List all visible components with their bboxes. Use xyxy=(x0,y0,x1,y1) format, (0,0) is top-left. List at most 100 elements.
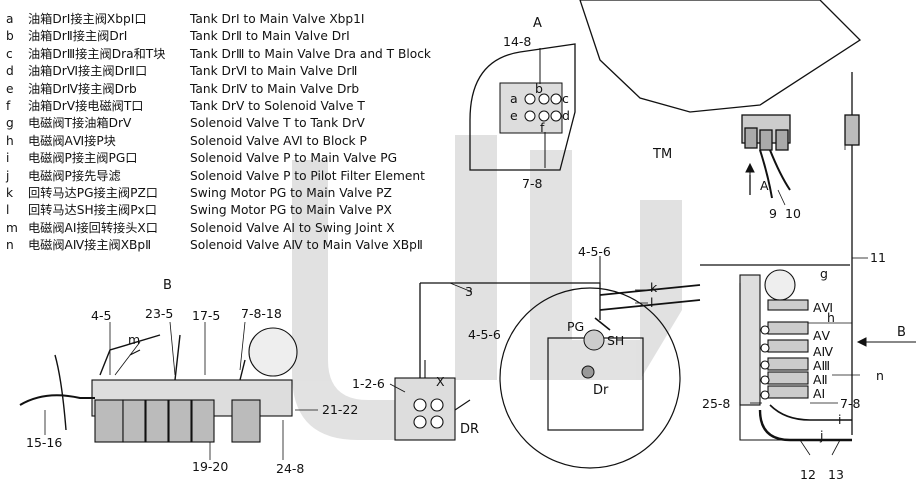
legend-english-text: Solenoid Valve AⅠ to Swing Joint X xyxy=(190,220,395,235)
callout-23-5: 23-5 xyxy=(145,306,173,321)
callout-7-8-18: 7-8-18 xyxy=(241,306,282,321)
view-B-title: B xyxy=(163,278,172,293)
legend-english-text: Tank DrⅠ to Main Valve Xbp1Ⅰ xyxy=(190,12,365,26)
view-B-arrow-label: B xyxy=(897,325,906,340)
legend-chinese-text: 油箱DrⅢ接主阀Dra和T块 xyxy=(28,46,166,61)
callout-3: 3 xyxy=(465,284,473,299)
callout-PG: PG xyxy=(567,319,584,334)
callout-24-8: 24-8 xyxy=(276,461,304,476)
legend-english-text: Solenoid Valve P to Pilot Filter Element xyxy=(190,168,425,183)
callout-11: 11 xyxy=(870,250,886,265)
legend-english-text: Solenoid Valve AⅣ to Main Valve XBpⅡ xyxy=(190,238,423,253)
callout-17-5: 17-5 xyxy=(192,308,220,323)
legend-chinese-text: 油箱DrⅡ接主阀DrⅠ xyxy=(28,29,128,44)
legend-chinese-text: 油箱DrⅣ接主阀Drb xyxy=(28,81,137,96)
legend-chinese-text: 电磁阀AⅠ接回转接头X口 xyxy=(28,220,158,235)
legend-chinese-text: 电磁阀P接主阀PG口 xyxy=(28,151,138,166)
legend-key: i xyxy=(6,151,10,166)
callout-l: l xyxy=(650,295,653,310)
legend-chinese-text: 电磁阀AⅥ接P块 xyxy=(28,133,116,148)
callout-m: m xyxy=(128,332,140,347)
solenoid-valve-block xyxy=(739,269,852,442)
callout-4-5-6-left: 4-5-6 xyxy=(468,327,501,342)
callout-25-8: 25-8 xyxy=(702,396,730,411)
callout-n: n xyxy=(876,368,884,383)
legend-chinese-text: 回转马达SH接主阀Px口 xyxy=(28,203,157,218)
legend-english-text: Tank DrⅡ to Main Valve DrⅠ xyxy=(190,29,350,44)
legend-chinese-text: 回转马达PG接主阀PZ口 xyxy=(28,186,158,200)
legend-key: e xyxy=(6,81,14,96)
callout-10: 10 xyxy=(785,206,801,221)
legend-chinese-text: 电磁阀P接先导滤 xyxy=(28,168,121,183)
callout-k: k xyxy=(650,280,658,295)
callout-4-5: 4-5 xyxy=(91,308,111,323)
legend-key: n xyxy=(6,238,14,253)
callout-A6: AⅥ xyxy=(813,300,833,315)
callout-9: 9 xyxy=(769,206,777,221)
label-7-8-detail: 7-8 xyxy=(522,176,542,191)
legend-key: a xyxy=(6,12,14,26)
detail-A xyxy=(469,43,576,171)
legend-chinese-text: 电磁阀AⅣ接主阀XBpⅡ xyxy=(28,238,152,253)
view-arrows xyxy=(745,162,916,347)
callout-1-2-6: 1-2-6 xyxy=(352,376,385,391)
callout-7-8-right: 7-8 xyxy=(840,396,860,411)
hydraulic-tank xyxy=(579,0,862,435)
legend-key: c xyxy=(6,46,13,61)
legend-english-text: Solenoid Valve P to Main Valve PG xyxy=(190,151,398,166)
port-c: c xyxy=(562,91,569,106)
view-A-title: A xyxy=(533,16,542,31)
legend-key: d xyxy=(6,64,14,79)
port-circles xyxy=(524,93,562,122)
port-b: b xyxy=(535,81,543,96)
port-a: a xyxy=(510,91,518,106)
legend-english-text: Swing Motor PG to Main Valve PZ xyxy=(190,186,392,200)
callout-15-16: 15-16 xyxy=(26,435,62,450)
callout-A1: AⅠ xyxy=(813,386,825,401)
swing-circle xyxy=(419,256,850,469)
legend-key: g xyxy=(6,116,14,131)
callout-A4: AⅣ xyxy=(813,344,834,359)
legend-key: m xyxy=(6,220,18,235)
callout-DR: DR xyxy=(460,422,479,437)
labels: A 14-8 7-8 a b c d e f TM A 9 10 11 B 3 … xyxy=(26,16,906,482)
callout-21-22: 21-22 xyxy=(322,402,358,417)
legend-chinese-text: 电磁阀T接油箱DrⅤ xyxy=(28,116,132,131)
callout-13: 13 xyxy=(828,467,844,482)
callout-X: X xyxy=(436,374,445,389)
port-d: d xyxy=(562,108,570,123)
leader-lines xyxy=(44,115,895,460)
legend-key: l xyxy=(6,203,10,218)
legend-key: b xyxy=(6,29,14,44)
callout-12: 12 xyxy=(800,467,816,482)
callout-i: i xyxy=(838,412,841,427)
legend-english-text: Tank DrⅢ to Main Valve Dra and T Block xyxy=(190,46,431,61)
legend-english-text: Tank DrⅤ to Solenoid Valve T xyxy=(190,99,365,113)
callout-A2: AⅡ xyxy=(813,372,828,387)
callout-Dr: Dr xyxy=(593,383,609,398)
callout-SH: SH xyxy=(607,333,624,348)
legend-english-text: Tank DrⅥ to Main Valve DrⅡ xyxy=(190,64,358,79)
legend-key: h xyxy=(6,133,14,148)
label-14-8: 14-8 xyxy=(503,34,531,49)
view-A-arrow-label: A xyxy=(760,178,769,193)
legend-chinese-text: 油箱DrⅠ接主阀XbpⅠ口 xyxy=(28,12,147,26)
legend-key: f xyxy=(6,99,11,113)
callout-A5: AⅤ xyxy=(813,328,831,343)
legend-english-text: Tank DrⅣ to Main Valve Drb xyxy=(190,81,360,96)
callout-A3: AⅢ xyxy=(813,358,830,373)
main-valve-assembly xyxy=(19,327,298,443)
legend-key: j xyxy=(6,168,10,183)
callout-19-20: 19-20 xyxy=(192,459,228,474)
callout-4-5-6-top: 4-5-6 xyxy=(578,244,611,259)
callout-g: g xyxy=(820,266,828,281)
swing-joint xyxy=(394,360,471,441)
port-f: f xyxy=(540,120,545,135)
legend-english-text: Solenoid Valve AⅥ to Block P xyxy=(190,133,367,148)
legend-key: k xyxy=(6,186,14,200)
legend-english-text: Swing Motor PG to Main Valve PX xyxy=(190,203,392,218)
tm-mark: TM xyxy=(652,147,672,162)
watermark-logo xyxy=(292,135,682,440)
legend-chinese-text: 油箱DrⅤ接电磁阀T口 xyxy=(28,99,144,113)
